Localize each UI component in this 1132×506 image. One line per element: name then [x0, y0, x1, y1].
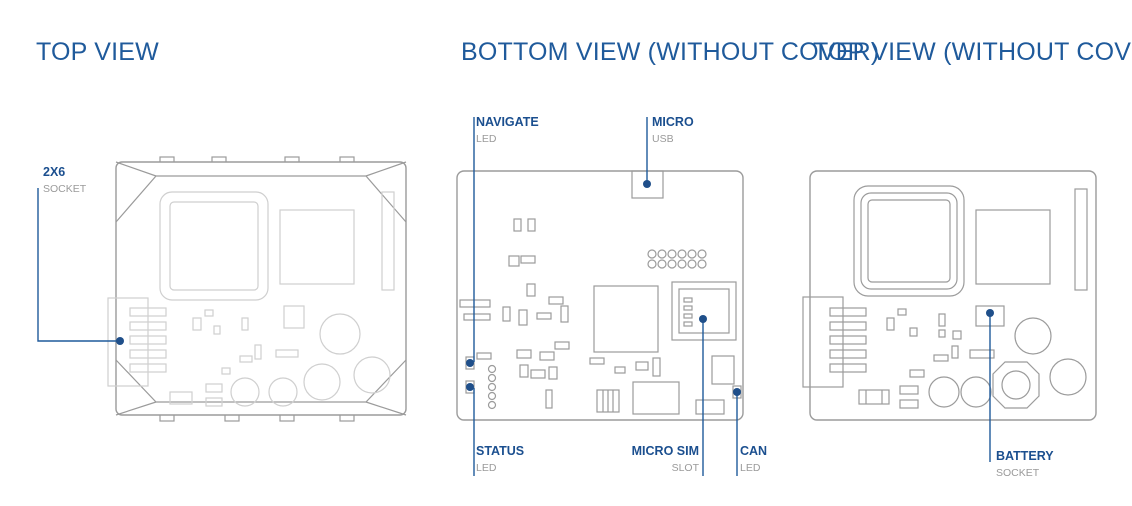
status-led-sub: LED — [476, 462, 497, 474]
top-view-device — [37, 156, 407, 422]
navigate-led-label: NAVIGATE — [476, 115, 539, 129]
pad-grid — [647, 249, 707, 269]
bottom-view-title: BOTTOM VIEW (WITHOUT COVER) — [461, 38, 879, 66]
top-view-nocover-board — [802, 170, 1097, 462]
micro-sim-marker — [699, 315, 707, 323]
battery-marker — [986, 309, 994, 317]
battery-socket-sub: SOCKET — [996, 467, 1040, 479]
top-view-nocover-title: TOP VIEW (WITHOUT COVER) — [813, 38, 1132, 66]
bottom-view-board — [456, 117, 744, 476]
pcb-outline — [456, 170, 744, 421]
micro-sim-sub: SLOT — [672, 462, 700, 474]
connector-2x6 — [802, 296, 867, 388]
micro-usb-marker — [643, 180, 651, 188]
navigate-marker — [466, 359, 474, 367]
socket-marker — [116, 337, 124, 345]
can-marker — [733, 388, 741, 396]
socket-2x6-label: 2X6 — [43, 165, 65, 179]
status-led-label: STATUS — [476, 444, 524, 458]
enclosure-bevel-top — [115, 175, 407, 223]
enclosure-outline — [115, 161, 407, 416]
main-chip — [593, 285, 659, 353]
micro-sim-label: MICRO SIM — [632, 444, 699, 458]
socket-leader-line — [37, 188, 120, 342]
micro-sim-slot — [671, 281, 737, 341]
status-marker — [466, 383, 474, 391]
micro-usb-label: MICRO — [652, 115, 694, 129]
can-led-sub: LED — [740, 462, 761, 474]
gps-module — [853, 185, 965, 297]
enclosure-bevel-bottom — [115, 359, 407, 403]
battery-socket-label: BATTERY — [996, 449, 1054, 463]
top-view-title: TOP VIEW — [36, 38, 159, 66]
can-led-label: CAN — [740, 444, 767, 458]
navigate-led-sub: LED — [476, 133, 497, 145]
micro-usb-sub: USB — [652, 133, 674, 145]
socket-2x6-sub: SOCKET — [43, 183, 87, 195]
modem-chip — [975, 209, 1051, 285]
